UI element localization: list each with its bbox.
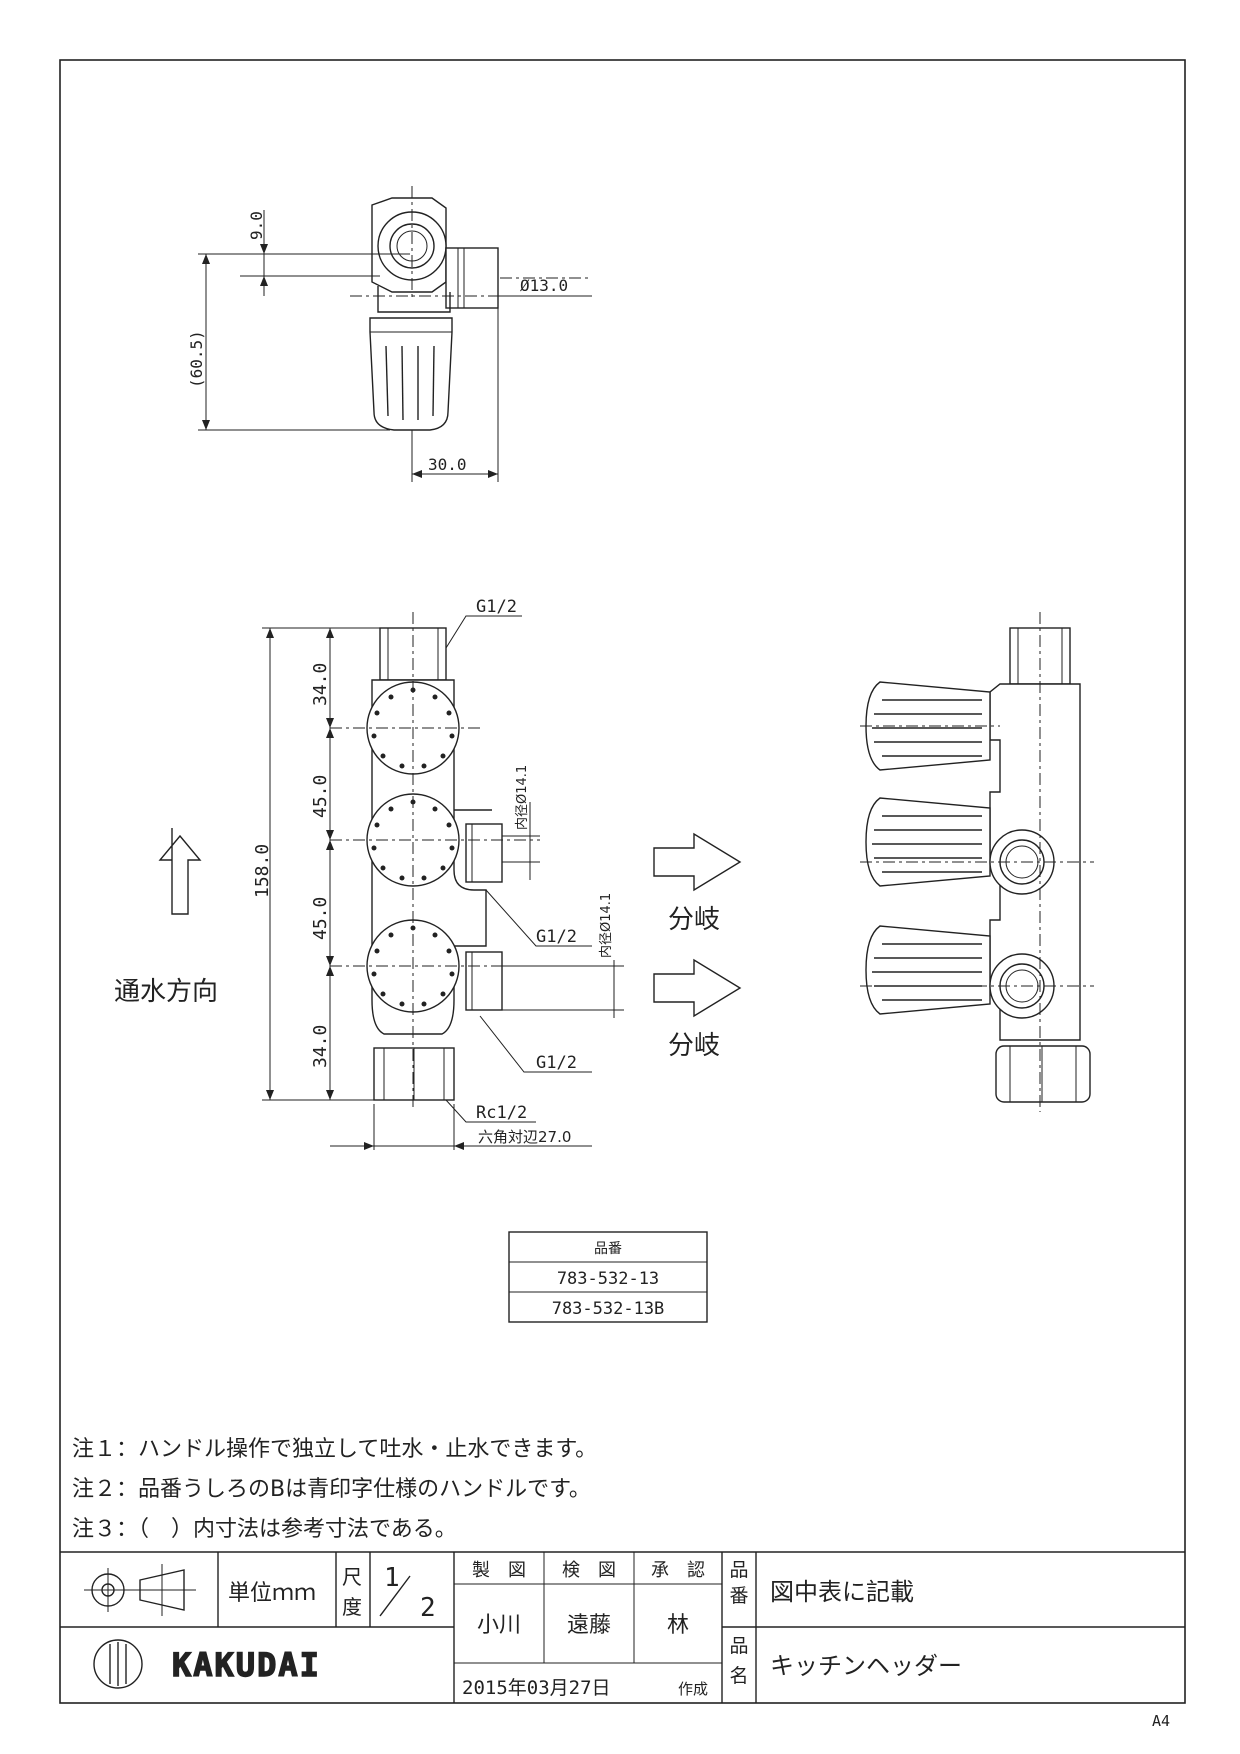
label-rc12: Rc1/2 [476, 1103, 527, 1123]
part-table-row: 783-532-13B [552, 1299, 665, 1319]
part-table-header: 品番 [594, 1241, 622, 1257]
label-hex-27: 六角対辺27.0 [478, 1128, 571, 1146]
valve-dots [371, 687, 455, 1007]
note-3: 注３：（ ）内寸法は参考寸法である。 [72, 1517, 457, 1542]
approved-by: 林 [667, 1613, 689, 1638]
dim-34-bottom: 34.0 [310, 1025, 331, 1068]
part-no-value: 図中表に記載 [770, 1578, 914, 1606]
label-g12-bottom: G1/2 [536, 1053, 577, 1073]
front-view [262, 612, 624, 1150]
part-no-label: 品 [729, 1559, 748, 1581]
created-label: 作成 [678, 1680, 708, 1698]
label-g12-top: G1/2 [476, 597, 517, 617]
dim-top-30: 30.0 [428, 455, 467, 474]
title-block [60, 1551, 1185, 1703]
side-view [860, 612, 1094, 1112]
approved-label: 承 認 [651, 1560, 705, 1581]
label-g12-mid: G1/2 [536, 927, 577, 947]
label-inner-dia-1: 内径Ø14.1 [514, 765, 530, 830]
flow-up-arrow-icon [158, 828, 202, 915]
note-1: 注１：ハンドル操作で独立して吐水・止水できます。 [72, 1437, 597, 1462]
checked-label: 検 図 [562, 1560, 616, 1581]
branch-arrow-icon [653, 832, 742, 892]
label-branch-2: 分岐 [668, 1031, 720, 1061]
scale-denominator: 2 [420, 1593, 436, 1623]
dim-45-upper: 45.0 [310, 775, 331, 818]
part-name-label: 名 [729, 1665, 748, 1687]
label-flow-direction: 通水方向 [114, 977, 218, 1007]
top-view [198, 186, 592, 482]
brand-logo: KAKUDAI [172, 1646, 321, 1684]
dim-45-lower: 45.0 [310, 897, 331, 940]
dim-34-top: 34.0 [310, 663, 331, 706]
date: 2015年03月27日 [462, 1677, 611, 1699]
drawn-label: 製 図 [472, 1560, 526, 1581]
dim-top-phi13: Ø13.0 [520, 276, 568, 295]
dim-top-60-5: (60.5) [187, 330, 206, 388]
part-table [508, 1231, 708, 1323]
unit-label: 単位ｍｍ [228, 1581, 316, 1606]
scale-numerator: 1 [384, 1563, 400, 1593]
part-no-label: 番 [729, 1585, 748, 1607]
scale-label: 尺 [342, 1565, 362, 1589]
branch-arrow-icon [653, 958, 742, 1018]
checked-by: 遠藤 [567, 1613, 611, 1638]
dim-top-9: 9.0 [247, 211, 266, 240]
note-2: 注２：品番うしろのBは青印字仕様のハンドルです。 [72, 1477, 591, 1502]
label-inner-dia-2: 内径Ø14.1 [598, 893, 614, 958]
label-branch-1: 分岐 [668, 905, 720, 935]
sheet-border [59, 59, 1186, 1704]
part-name-value: キッチンヘッダー [770, 1652, 962, 1680]
paper-size: A4 [1152, 1712, 1170, 1730]
scale-label: 度 [342, 1595, 362, 1619]
dim-158: 158.0 [252, 844, 273, 898]
drawn-by: 小川 [477, 1613, 521, 1638]
part-name-label: 品 [729, 1635, 748, 1657]
part-table-row: 783-532-13 [557, 1269, 659, 1289]
